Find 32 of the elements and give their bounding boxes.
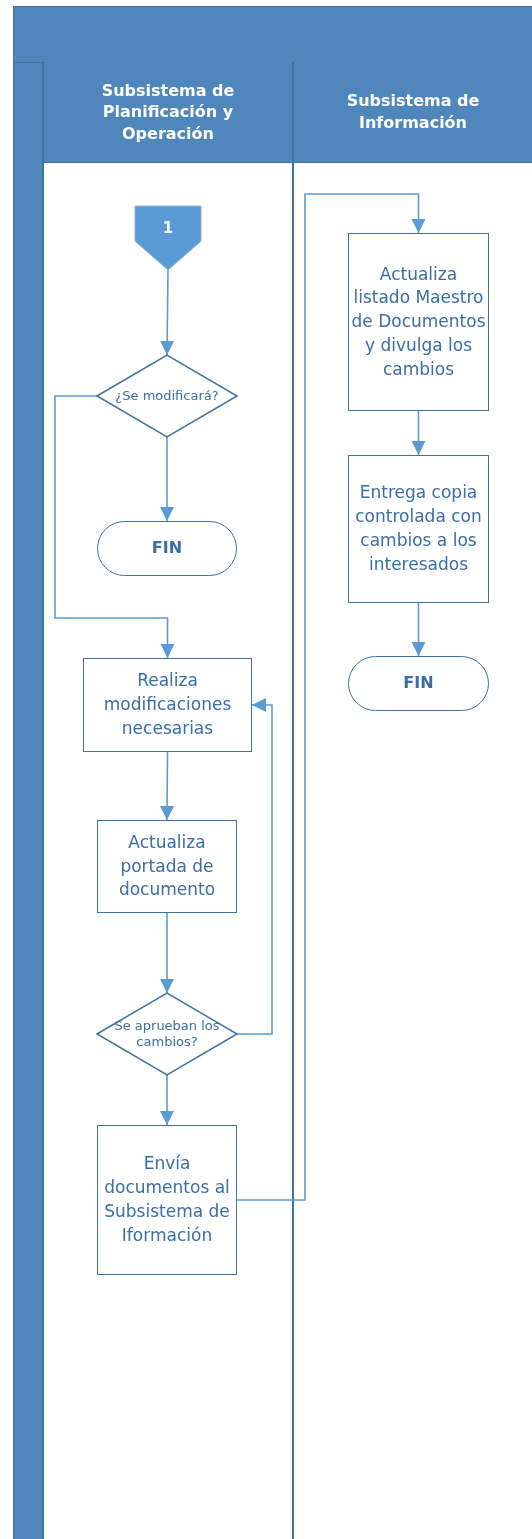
lane-header: Subsistema de Información xyxy=(294,62,532,163)
arrow xyxy=(411,410,426,456)
node-text: 1 xyxy=(162,217,174,239)
node-text: Envía documentos al Subsistema de Iformación xyxy=(103,1152,231,1247)
arrow xyxy=(160,269,175,356)
node-text: Se aprueban los cambios? xyxy=(113,1017,221,1051)
decision-diamond xyxy=(97,993,237,1075)
process-box xyxy=(97,820,237,913)
swimlane xyxy=(42,62,292,1539)
arrow xyxy=(236,698,273,1035)
lane-header: Subsistema de Planificación y Operación xyxy=(44,62,292,163)
node-text: Actualiza portada de documento xyxy=(117,830,217,902)
process-box xyxy=(97,1125,237,1275)
decision-diamond xyxy=(97,355,237,437)
arrow xyxy=(236,193,426,1201)
process-box xyxy=(348,455,489,603)
node-text: Realiza modificaciones necesarias xyxy=(102,669,233,740)
process-box xyxy=(83,658,252,752)
arrow xyxy=(160,751,175,821)
node-text: ¿Se modificará? xyxy=(114,387,220,405)
arrow xyxy=(160,436,174,522)
node-text: Actualiza listado Maestro de Documentos y divulga los cambios xyxy=(351,262,486,381)
arrow xyxy=(160,912,174,994)
off-page-connector xyxy=(135,206,201,270)
node-text: FIN xyxy=(403,672,434,695)
swimlane xyxy=(292,62,532,1539)
process-box xyxy=(348,233,489,411)
node-text: FIN xyxy=(151,537,183,560)
node-text: Entrega copia controlada con cambios a los interesados xyxy=(354,481,483,576)
arrow xyxy=(54,395,175,659)
arrow xyxy=(160,1074,174,1126)
arrow xyxy=(411,602,426,657)
